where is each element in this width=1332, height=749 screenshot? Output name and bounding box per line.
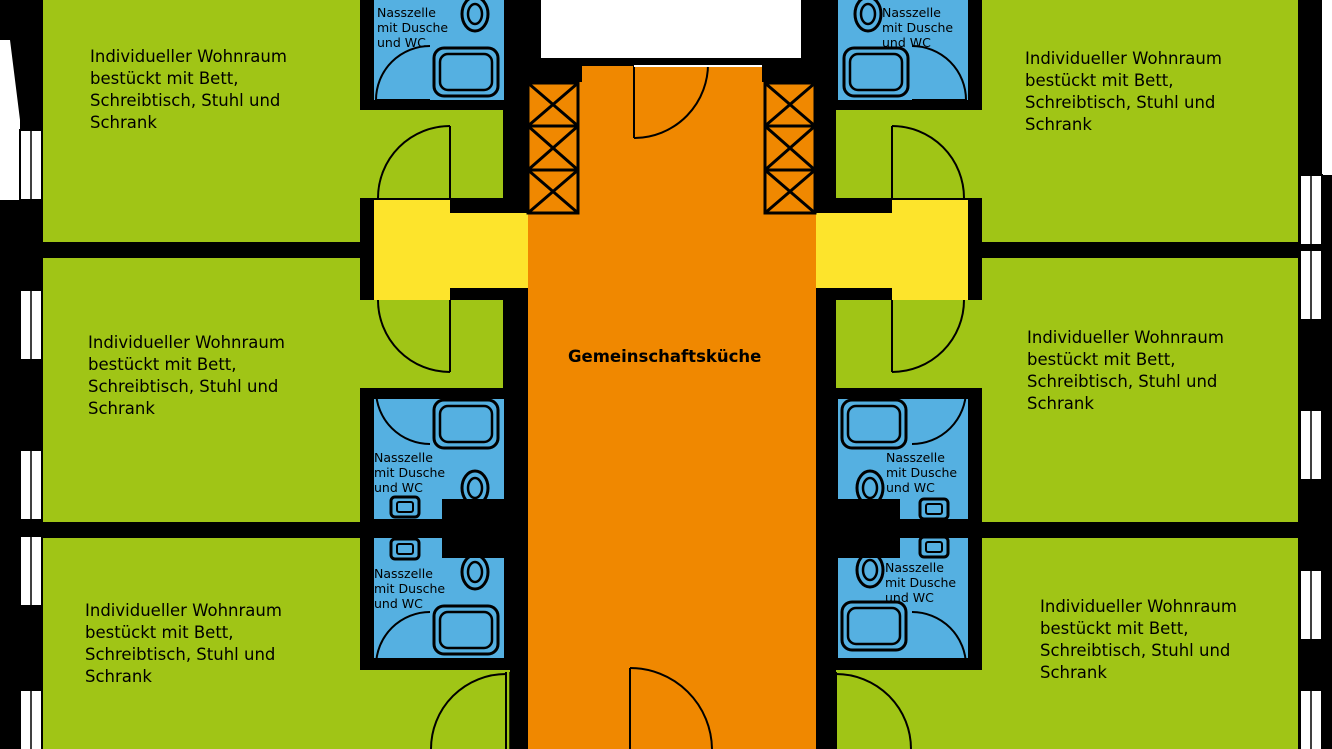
room-top-right (982, 0, 1298, 242)
door-room-middle-right (891, 299, 965, 373)
door-bath-lower-left (375, 611, 431, 667)
door-bath-upper-right (911, 389, 967, 445)
window-left-3 (19, 449, 43, 521)
outside-left-white (0, 40, 20, 200)
room-label-bottom-left: Individueller Wohnraum bestückt mit Bett… (85, 601, 282, 686)
window-left-2 (19, 289, 43, 361)
door-bath-top-right (911, 45, 967, 101)
room-middle-right (982, 258, 1298, 522)
outside-right-white (1322, 0, 1332, 175)
outside-top-white (541, 0, 801, 58)
door-kitchen-top (633, 61, 762, 139)
bath-label-upper-right: Nasszelle mit Dusche und WC (886, 450, 958, 495)
room-bottom-right-ext (836, 670, 982, 749)
door-room-bottom-right (835, 672, 912, 749)
room-bottom-left (43, 538, 360, 749)
window-left-5 (19, 689, 43, 749)
bath-upper-left-notch (442, 499, 504, 519)
bath-lower-left-notch (442, 538, 504, 558)
bath-label-lower-right: Nasszelle mit Dusche und WC (885, 560, 957, 605)
room-label-middle-left: Individueller Wohnraum bestückt mit Bett… (88, 333, 285, 418)
room-bottom-left-ext (360, 670, 510, 749)
kitchen-side-openings (509, 672, 833, 749)
door-room-top-left (377, 125, 451, 199)
bath-upper-right-notch (838, 499, 900, 519)
window-left-1 (19, 129, 43, 201)
bath-label-top-left: Nasszelle mit Dusche und WC (377, 5, 449, 50)
window-right-5 (1299, 689, 1323, 749)
window-left-4 (19, 535, 43, 607)
room-top-right-ext (836, 110, 982, 198)
door-kitchen-bottom (629, 667, 713, 749)
kitchen-floor (528, 66, 816, 749)
room-label-top-right: Individueller Wohnraum bestückt mit Bett… (1025, 49, 1222, 134)
room-middle-left-ext (360, 300, 503, 388)
room-middle-right-ext (836, 300, 982, 388)
window-right-4 (1299, 569, 1323, 641)
door-bath-top-left (375, 45, 431, 101)
door-room-middle-left (377, 299, 451, 373)
room-label-bottom-right: Individueller Wohnraum bestückt mit Bett… (1040, 597, 1237, 682)
door-bath-upper-left (375, 389, 431, 445)
bath-label-top-right: Nasszelle mit Dusche und WC (882, 5, 954, 50)
hallway-left (374, 200, 528, 300)
room-top-left (43, 0, 360, 242)
bath-label-lower-left: Nasszelle mit Dusche und WC (374, 566, 446, 611)
kitchen-label: Gemeinschaftsküche (568, 347, 762, 366)
door-room-top-right (891, 125, 965, 199)
window-right-2 (1299, 249, 1323, 321)
window-right-3 (1299, 409, 1323, 481)
window-right-1 (1299, 174, 1323, 246)
room-bottom-right (982, 538, 1298, 749)
room-middle-left (43, 258, 360, 522)
room-label-top-left: Individueller Wohnraum bestückt mit Bett… (90, 47, 287, 132)
room-top-left-ext (360, 110, 503, 198)
door-bath-lower-right (911, 611, 967, 667)
hallway-right (816, 200, 968, 300)
bath-label-upper-left: Nasszelle mit Dusche und WC (374, 450, 446, 495)
room-label-middle-right: Individueller Wohnraum bestückt mit Bett… (1027, 328, 1224, 413)
door-room-bottom-left (430, 672, 507, 749)
bath-lower-right-notch (838, 538, 900, 558)
